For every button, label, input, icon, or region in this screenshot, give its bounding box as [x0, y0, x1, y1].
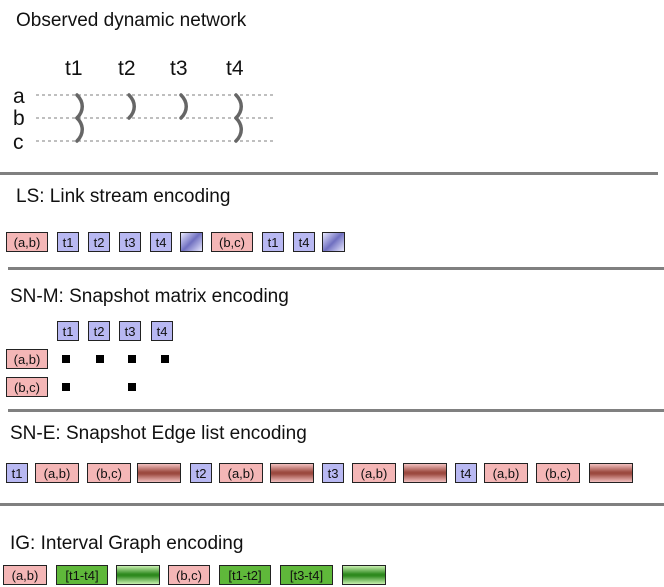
ig-edge-token: (a,b) — [3, 565, 47, 585]
ig-interval-token: [t1-t2] — [219, 565, 271, 585]
sne-separator — [403, 463, 447, 483]
sne-edge-token: (b,c) — [536, 463, 580, 483]
ls-edge-token: (b,c) — [211, 232, 253, 252]
link-ab-t2 — [127, 93, 136, 120]
snm-presence-mark — [62, 383, 70, 391]
link-ab-t3 — [179, 93, 188, 120]
sne-time-token: t4 — [455, 463, 477, 483]
ls-time-token: t4 — [150, 232, 172, 252]
snm-presence-mark — [161, 355, 169, 363]
sne-title: SN-E: Snapshot Edge list encoding — [10, 423, 307, 444]
snm-presence-mark — [128, 383, 136, 391]
observed-title: Observed dynamic network — [16, 10, 247, 31]
time-label-t4: t4 — [226, 57, 244, 80]
snm-col-header: t4 — [151, 321, 173, 341]
node-label-c: c — [13, 131, 24, 154]
ls-time-token: t2 — [88, 232, 110, 252]
snm-presence-mark — [62, 355, 70, 363]
sne-time-token: t2 — [190, 463, 212, 483]
ig-edge-token: (b,c) — [168, 565, 210, 585]
ls-time-token: t1 — [262, 232, 284, 252]
node-label-a: a — [13, 85, 25, 108]
node-label-b: b — [13, 107, 25, 130]
sne-edge-token: (a,b) — [352, 463, 396, 483]
snm-row-label: (a,b) — [6, 349, 48, 369]
link-bc-t4 — [234, 116, 243, 143]
sne-edge-token: (a,b) — [219, 463, 263, 483]
ig-separator — [342, 565, 386, 585]
time-label-t3: t3 — [170, 57, 188, 80]
ig-title: IG: Interval Graph encoding — [10, 533, 244, 554]
section-divider — [8, 267, 664, 270]
ig-interval-token: [t1-t4] — [56, 565, 108, 585]
snm-row-label: (b,c) — [6, 377, 48, 397]
sne-time-token: t1 — [6, 463, 28, 483]
section-divider — [0, 172, 658, 175]
sne-time-token: t3 — [322, 463, 344, 483]
sne-edge-token: (a,b) — [484, 463, 528, 483]
sne-edge-token: (a,b) — [35, 463, 79, 483]
snm-col-header: t3 — [119, 321, 141, 341]
sne-separator — [137, 463, 181, 483]
time-label-t1: t1 — [65, 57, 83, 80]
time-label-t2: t2 — [118, 57, 136, 80]
ig-interval-token: [t3-t4] — [280, 565, 333, 585]
snm-presence-mark — [96, 355, 104, 363]
ls-edge-token: (a,b) — [6, 232, 48, 252]
snm-title: SN-M: Snapshot matrix encoding — [10, 286, 289, 307]
sne-separator — [270, 463, 314, 483]
section-divider — [0, 503, 664, 506]
sne-edge-token: (b,c) — [87, 463, 131, 483]
section-divider — [8, 409, 664, 412]
snm-col-header: t1 — [57, 321, 79, 341]
ls-separator — [180, 232, 203, 252]
ls-time-token: t3 — [119, 232, 141, 252]
ls-time-token: t4 — [293, 232, 315, 252]
link-ab-t4 — [234, 93, 243, 120]
link-ab-t1 — [75, 93, 84, 120]
link-bc-t1 — [75, 116, 84, 143]
ls-separator — [322, 232, 345, 252]
network-diagram — [36, 93, 276, 143]
ls-time-token: t1 — [57, 232, 79, 252]
ig-separator — [116, 565, 160, 585]
sne-separator — [589, 463, 633, 483]
snm-presence-mark — [128, 355, 136, 363]
snm-col-header: t2 — [88, 321, 110, 341]
ls-title: LS: Link stream encoding — [16, 186, 231, 207]
